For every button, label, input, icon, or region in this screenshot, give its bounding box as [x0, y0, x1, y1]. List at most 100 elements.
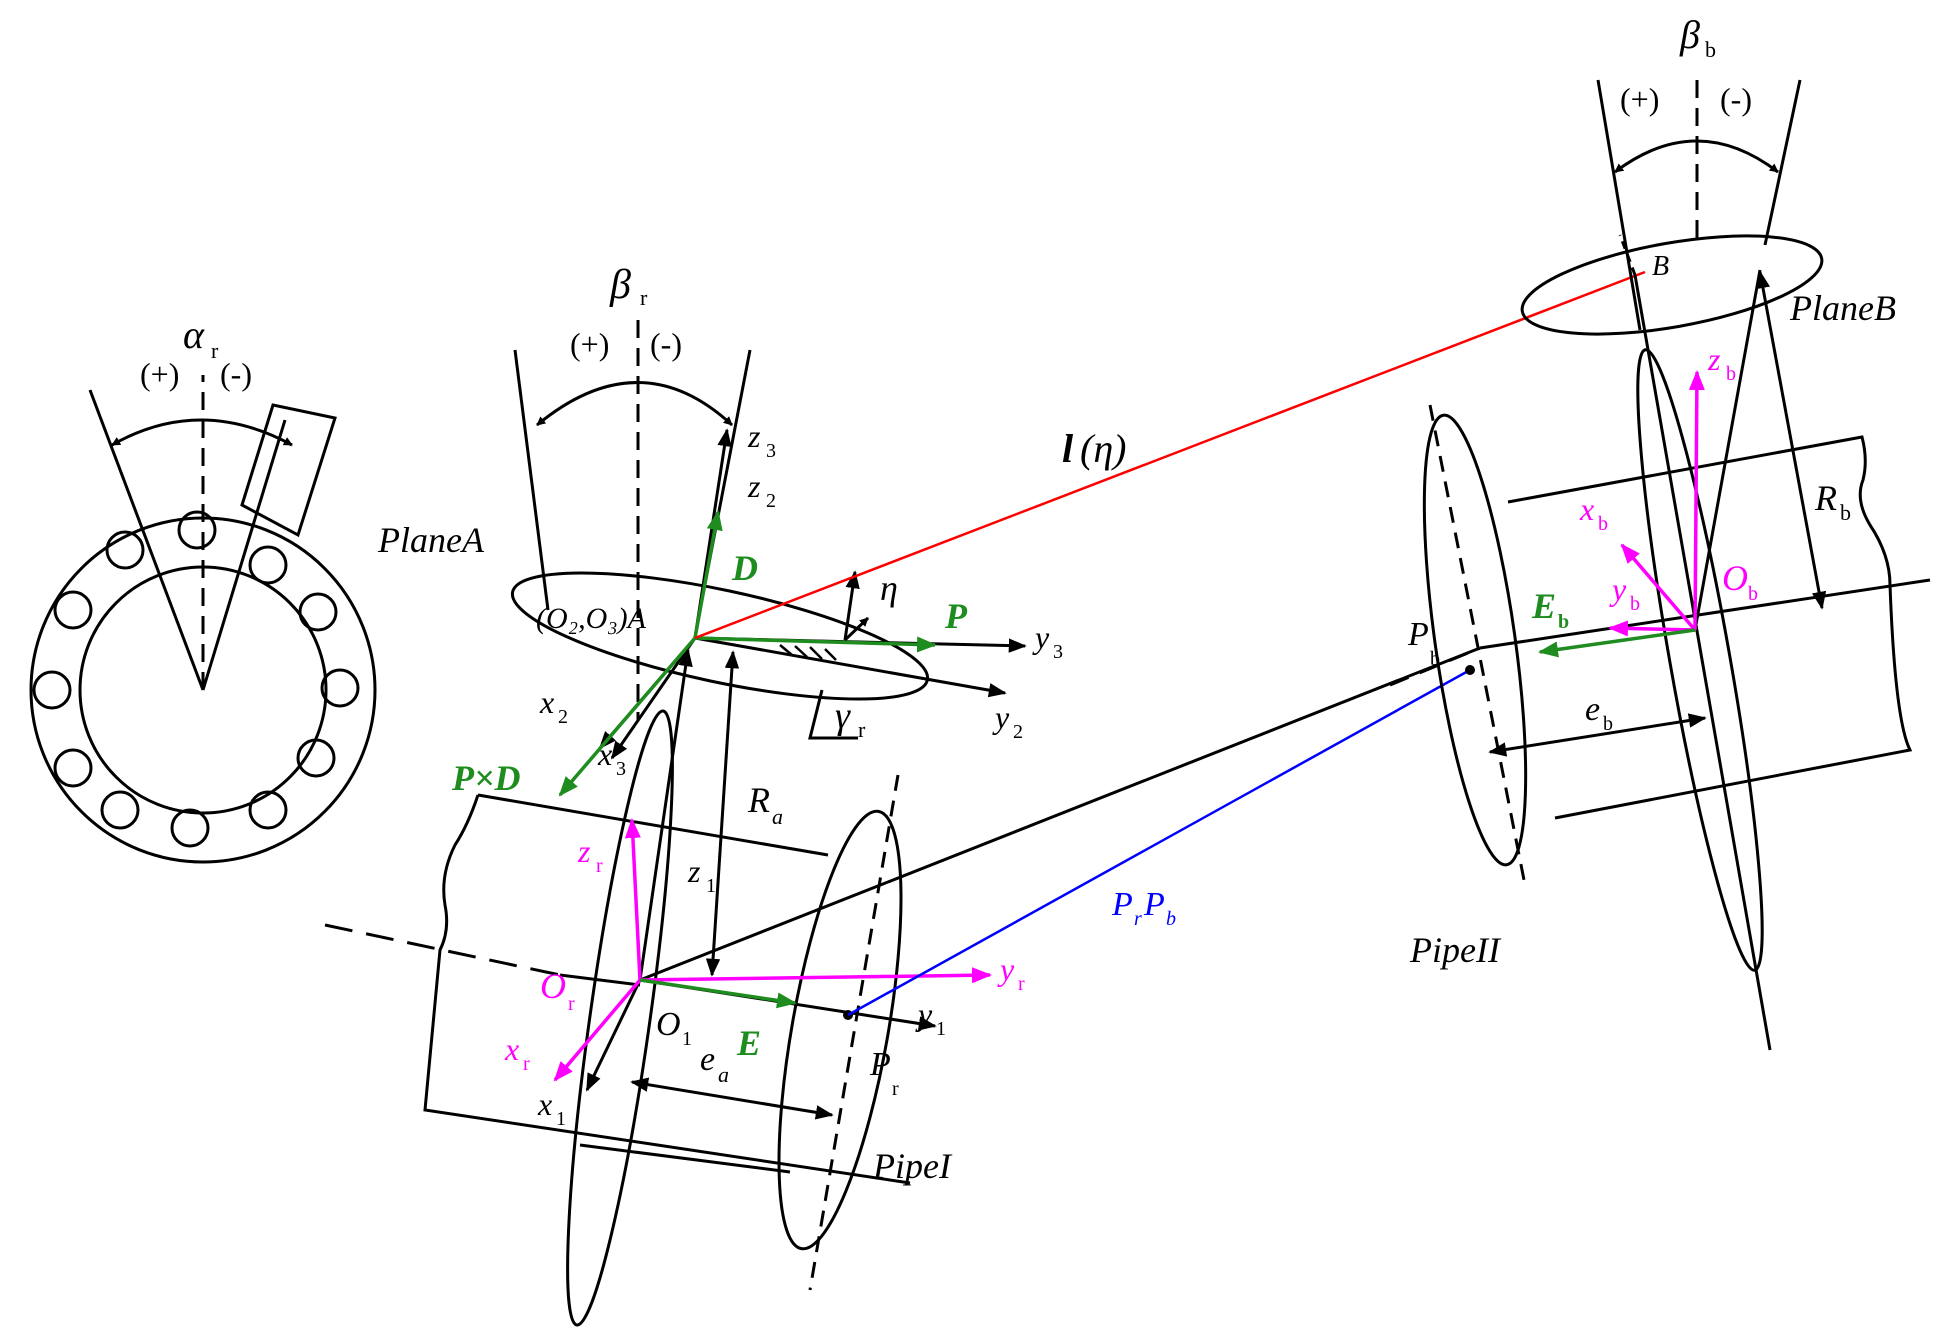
plane-a-label: PlaneA [377, 520, 485, 560]
l-eta-line [694, 270, 1646, 640]
y1-label: y [915, 996, 933, 1032]
xb-axis [1620, 543, 1697, 632]
pr-sub: r [892, 1078, 899, 1100]
pipe-2-flange-centerline [1428, 404, 1527, 886]
x1-sub: 1 [556, 1108, 566, 1130]
beta-b-plus: (+) [1620, 81, 1659, 117]
alpha-ray-left [88, 389, 205, 691]
plane-b-disc [1636, 348, 1764, 972]
pipe-1-axes [324, 578, 1931, 1120]
plane-b-axis [1633, 274, 1772, 1051]
rb-sub: b [1840, 500, 1851, 525]
plane-b-slant [1693, 269, 1762, 631]
yb-axis [1608, 620, 1696, 637]
y1-sub: 1 [936, 1018, 946, 1040]
bolt-hole [320, 668, 360, 708]
yb-sub: b [1630, 593, 1640, 615]
bolt-hole [298, 592, 338, 632]
x1-label: x [537, 1086, 552, 1122]
pipe-1-flange-centerline [808, 774, 900, 1291]
hatch-line [794, 645, 808, 658]
z3-sub: 3 [766, 440, 776, 462]
beta-b-ray-right [1763, 79, 1802, 246]
eta-stub [843, 616, 870, 642]
zb-sub: b [1726, 363, 1736, 385]
z3-label: z [747, 418, 761, 454]
plane-b-dashed [1618, 234, 1637, 276]
o1-label: O [656, 1006, 681, 1043]
bolt-hole [248, 545, 288, 585]
beta-r-plus: (+) [570, 326, 609, 362]
yr-sub: r [1018, 973, 1025, 995]
bolt-hole [177, 510, 217, 550]
gamma-subscript: r [858, 717, 866, 742]
x3-sub: 3 [616, 758, 626, 780]
ob-axis-dashed [1389, 646, 1481, 687]
x3-axis [610, 637, 697, 760]
y2-sub: 2 [1013, 721, 1023, 743]
ra-sub: a [772, 804, 783, 829]
prpb-p2: P [1143, 886, 1165, 923]
alpha-minus: (-) [220, 356, 252, 392]
xr-axis [553, 978, 642, 1082]
pipe-2-flange [1422, 413, 1528, 867]
zr-sub: r [596, 855, 603, 877]
pipe-1-outline [423, 793, 911, 1185]
o1-to-ob-line [639, 646, 1481, 982]
eb-vector-sub: b [1558, 611, 1569, 633]
zr-label: z [577, 833, 591, 869]
yr-axis [639, 967, 992, 984]
zb-axis [1688, 370, 1705, 631]
beta-b-indicator [1596, 79, 1802, 331]
alpha-arc [111, 418, 293, 447]
y3-label: y [1032, 619, 1050, 655]
bolt-hole [100, 790, 140, 830]
e-vector [639, 978, 797, 1009]
frame-a-vectors [558, 510, 937, 797]
zr-axis [624, 818, 642, 981]
or-label: O [540, 966, 566, 1006]
pr-label: P [869, 1046, 891, 1083]
eta-axis [843, 570, 860, 641]
hatch-line [809, 646, 823, 660]
pipe-2 [1422, 234, 1913, 1051]
e-vector-label: E [736, 1023, 761, 1063]
plane-a-ellipse [510, 571, 930, 701]
bolt-holes [32, 510, 360, 848]
z1-axis [638, 648, 693, 981]
y2-axis [694, 636, 1007, 698]
p-vector-label: P [944, 596, 968, 636]
eta-label: η [880, 568, 898, 608]
ob-label: O [1722, 558, 1748, 598]
pipe-axis-dashed [324, 923, 561, 977]
pipe-2-outline [1507, 435, 1913, 820]
plane-b-ellipse [1520, 234, 1824, 336]
frame-b-axes [1608, 370, 1705, 637]
beta-r-symbol: β [609, 262, 631, 308]
flange-front-view [29, 375, 377, 864]
beta-r-subscript: r [640, 285, 648, 310]
l-eta-arg: (η) [1080, 426, 1126, 471]
eb-dimension [1488, 713, 1707, 757]
x2-label: x [539, 684, 554, 720]
beta-b-ray-left [1596, 79, 1642, 331]
bolt-hole [53, 590, 93, 630]
bolt-hole [170, 808, 210, 848]
ea-sub: a [718, 1062, 729, 1087]
beta-r-minus: (-) [650, 326, 682, 362]
eb-sub: b [1603, 713, 1613, 735]
ob-axis-continue [1479, 578, 1931, 650]
point-a-label: (O₂,O₃)A [536, 602, 647, 635]
x1-axis [585, 979, 642, 1092]
eb-label: e [1585, 691, 1600, 728]
alpha-symbol: α [183, 312, 205, 357]
z1-sub: 1 [706, 875, 716, 897]
bolt-hole [105, 530, 145, 570]
rb-label: R [1814, 478, 1837, 518]
pipe-axis [559, 973, 641, 987]
pb-label: P [1407, 616, 1429, 653]
yr-label: y [997, 951, 1015, 987]
pxd-vector-label: P×D [451, 758, 521, 798]
pipe-2-label: PipeII [1409, 930, 1502, 970]
